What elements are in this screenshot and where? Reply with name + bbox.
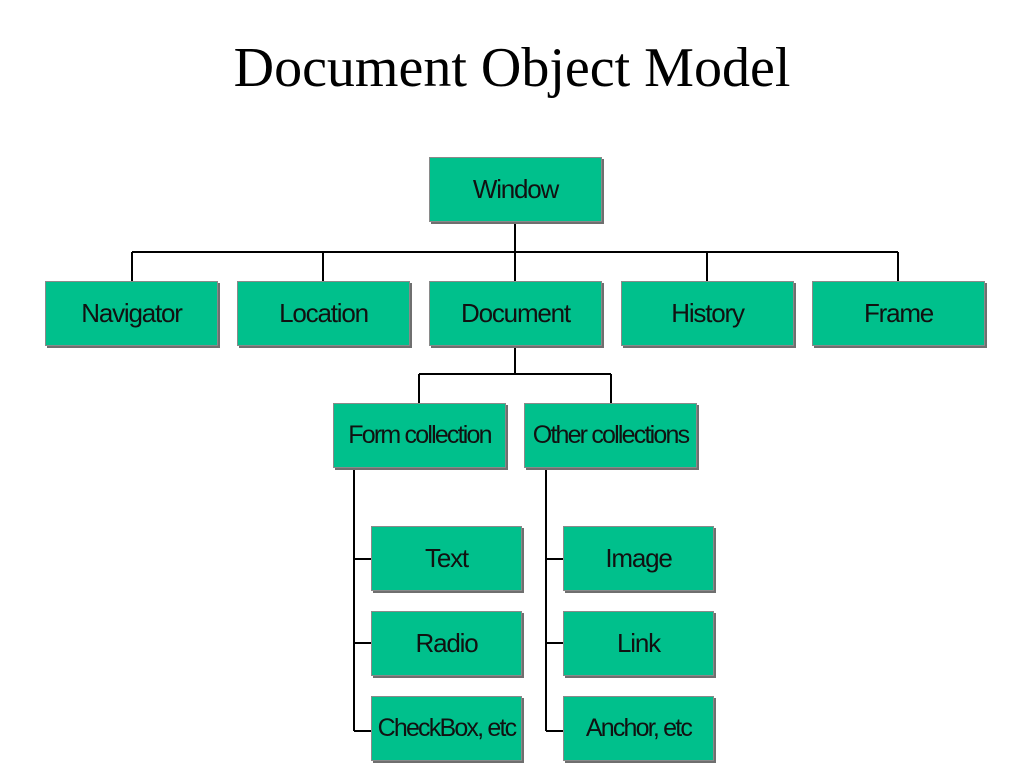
node-document: Document: [429, 281, 602, 346]
diagram-title: Document Object Model: [233, 37, 791, 99]
node-location: Location: [237, 281, 410, 346]
node-link: Link: [563, 611, 714, 676]
node-history: History: [621, 281, 794, 346]
node-radio: Radio: [371, 611, 522, 676]
node-text: Text: [371, 526, 522, 591]
node-other-collections: Other collections: [524, 403, 697, 468]
node-navigator: Navigator: [45, 281, 218, 346]
node-anchor: Anchor, etc: [563, 696, 714, 761]
node-checkbox: CheckBox, etc: [371, 696, 522, 761]
node-frame: Frame: [812, 281, 985, 346]
node-window: Window: [429, 157, 602, 222]
node-image: Image: [563, 526, 714, 591]
node-form-collection: Form collection: [333, 403, 506, 468]
